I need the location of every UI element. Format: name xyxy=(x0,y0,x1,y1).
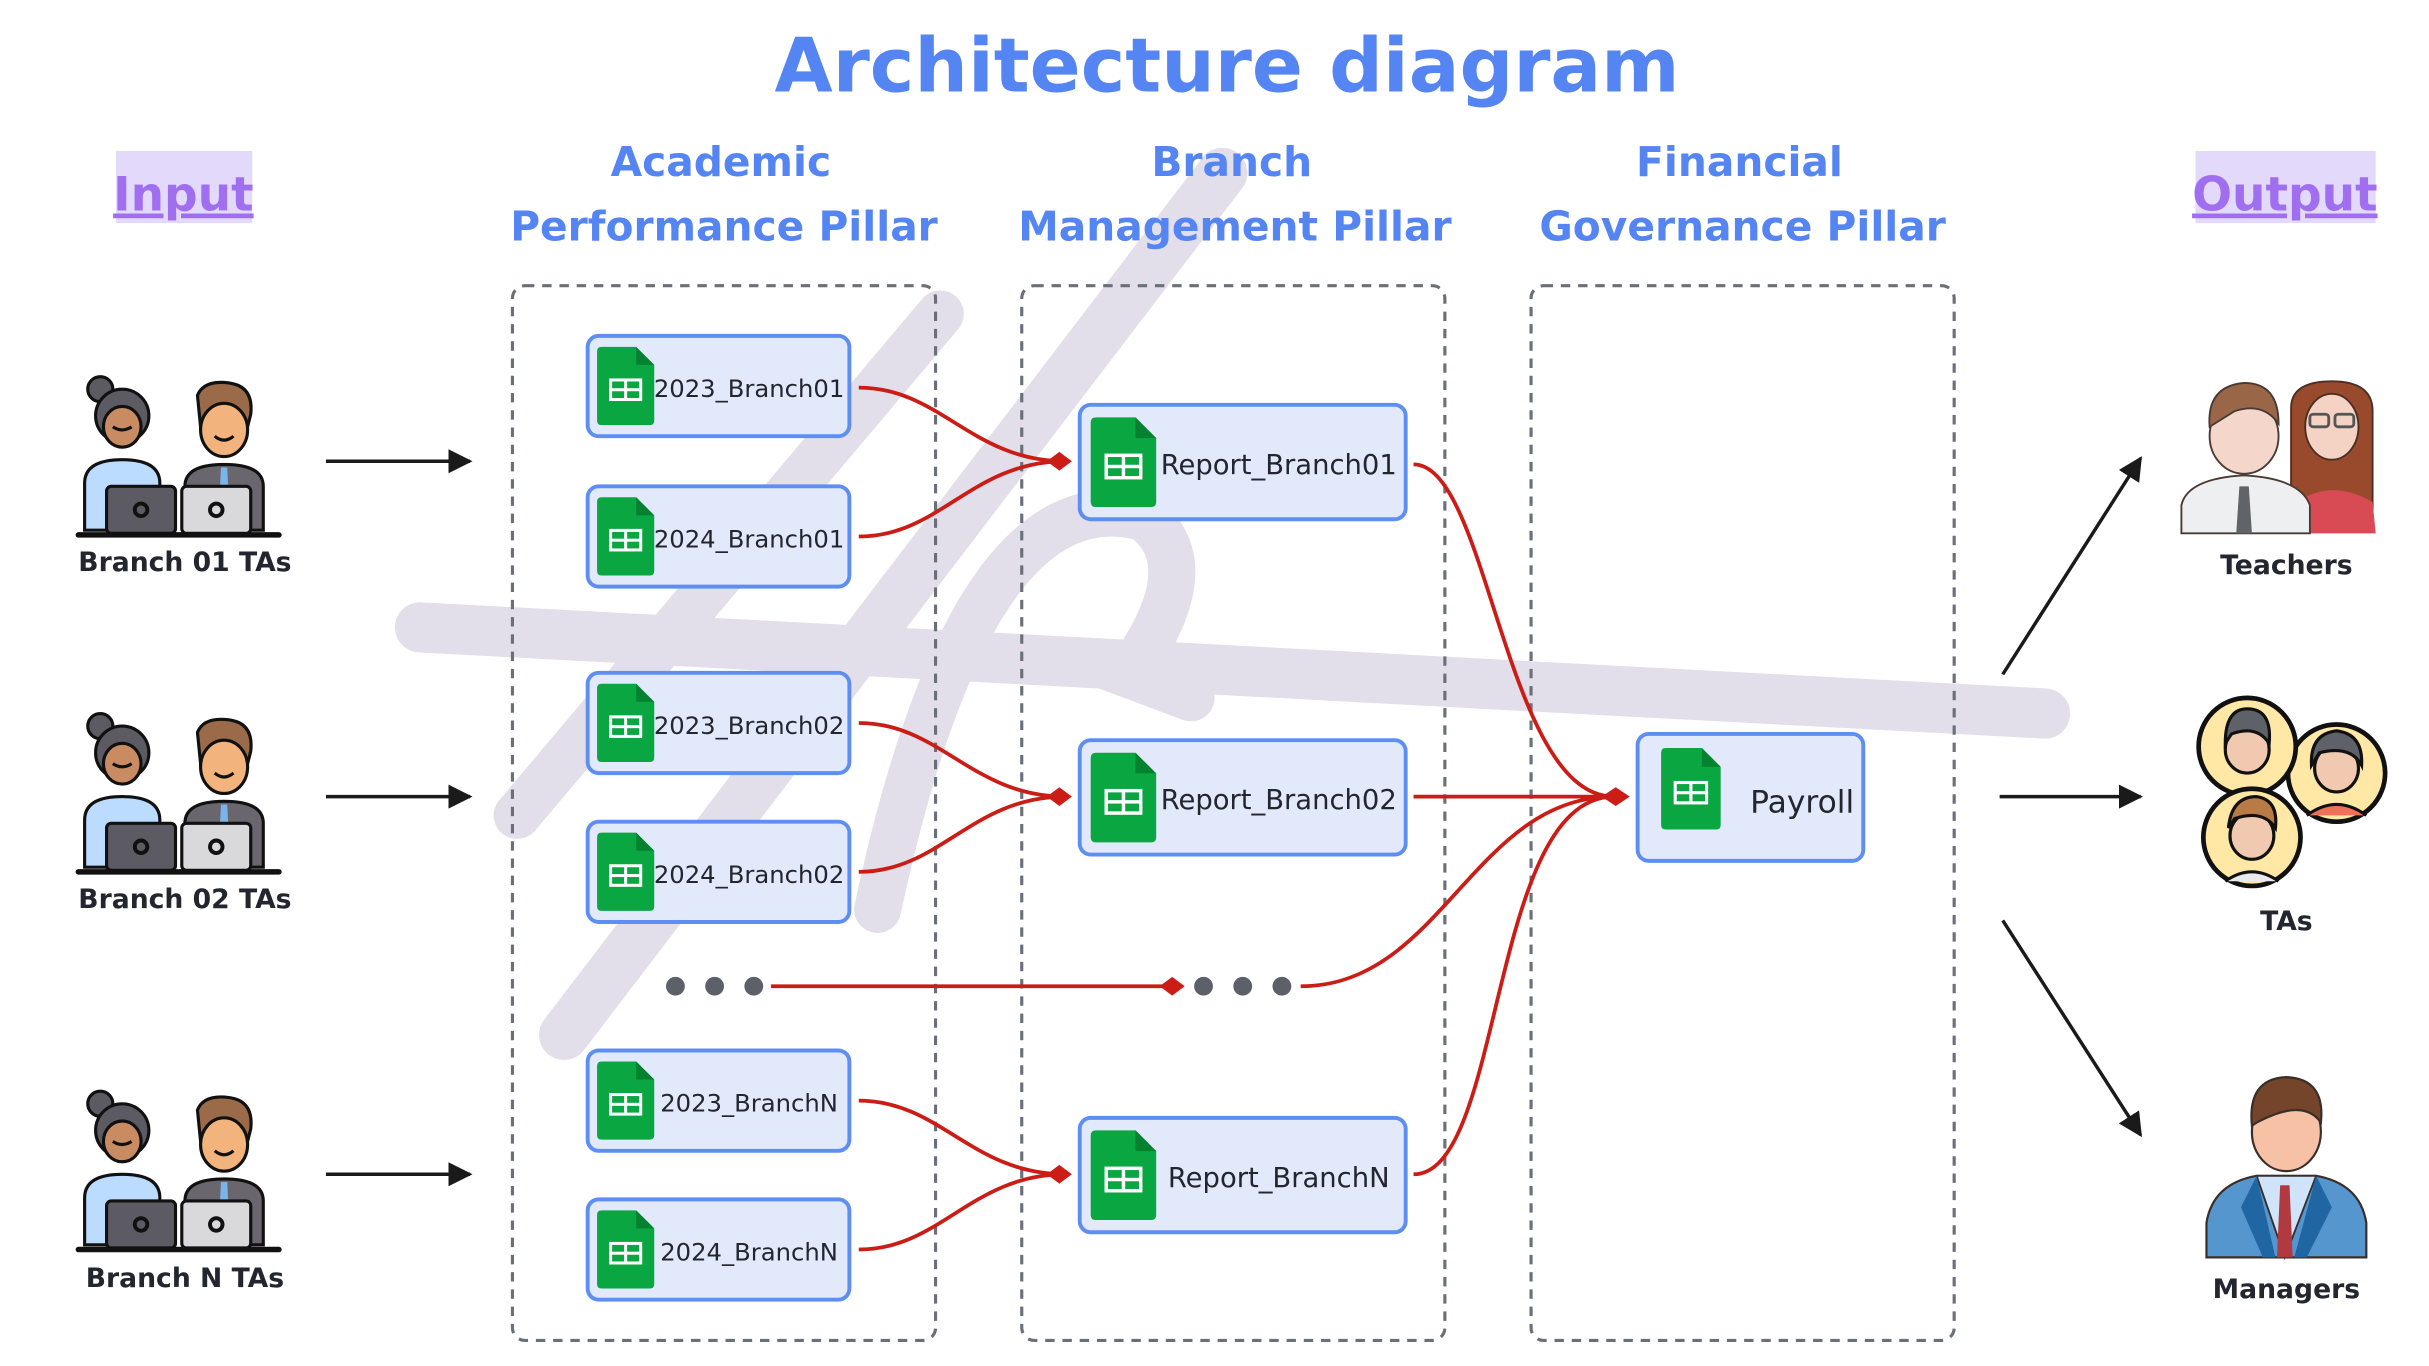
input-branch-01: Branch 01 TAs xyxy=(78,377,292,578)
academic-sheet-node[interactable]: 2023_Branch02 xyxy=(585,670,852,776)
google-sheets-icon xyxy=(597,497,655,576)
input-label-branch-02: Branch 02 TAs xyxy=(78,884,291,915)
output-tas: TAs xyxy=(2196,695,2388,937)
google-sheets-icon xyxy=(1090,1130,1157,1221)
flow-ellipsis-payroll xyxy=(1300,794,1615,989)
report-node[interactable]: Report_Branch02 xyxy=(1077,738,1408,857)
input-label-branch-01: Branch 01 TAs xyxy=(78,547,291,578)
academic-sheet-label: 2023_Branch02 xyxy=(654,711,844,740)
teachers-icon xyxy=(2180,380,2376,535)
page-title: Architecture diagram xyxy=(775,21,1680,109)
tas-group-icon xyxy=(2196,695,2388,889)
flow-2024-branchn xyxy=(858,1172,1066,1252)
report-label: Report_BranchN xyxy=(1168,1163,1390,1194)
ellipsis-academic xyxy=(666,976,764,996)
flow-report01-payroll xyxy=(1413,462,1615,799)
academic-sheet-node[interactable]: 2023_Branch01 xyxy=(585,333,852,439)
flow-reportn-payroll xyxy=(1413,794,1615,1177)
tas-with-laptops-icon xyxy=(78,714,279,872)
diamond-report02 xyxy=(1046,787,1072,807)
output-highlight xyxy=(2195,150,2376,224)
google-sheets-icon xyxy=(597,346,655,426)
pillar-academic-box xyxy=(510,284,938,1342)
output-label-managers: Managers xyxy=(2213,1274,2360,1305)
flow-2024-branch01 xyxy=(858,459,1066,539)
input-label-branch-n: Branch N TAs xyxy=(86,1263,284,1294)
academic-sheet-node[interactable]: 2024_Branch01 xyxy=(585,484,852,589)
academic-sheet-label: 2023_BranchN xyxy=(660,1089,838,1118)
tas-with-laptops-icon xyxy=(78,377,279,535)
report-node[interactable]: Report_BranchN xyxy=(1077,1115,1408,1235)
tas-with-laptops-icon xyxy=(78,1091,279,1249)
input-highlight xyxy=(115,150,253,224)
google-sheets-icon xyxy=(1661,748,1721,830)
output-teachers: Teachers xyxy=(2180,380,2376,581)
diamond-report01 xyxy=(1046,451,1072,471)
input-label: Input xyxy=(113,168,254,223)
input-branch-n: Branch N TAs xyxy=(78,1091,284,1294)
pillar-branch-box xyxy=(1020,284,1447,1342)
input-branch-02: Branch 02 TAs xyxy=(78,714,292,915)
output-label: Output xyxy=(2192,168,2377,223)
output-arrow-teachers xyxy=(2001,456,2143,676)
output-label-teachers: Teachers xyxy=(2220,550,2352,581)
output-managers: Managers xyxy=(2205,1076,2368,1305)
pillar-financial-box xyxy=(1529,284,1956,1342)
google-sheets-icon xyxy=(597,832,655,911)
flow-2023-branch02 xyxy=(858,721,1066,799)
pillar-academic-title-2: Performance Pillar xyxy=(510,202,938,250)
payroll-node[interactable]: Payroll xyxy=(1635,731,1866,863)
flow-2024-branch02 xyxy=(858,794,1066,874)
report-node[interactable]: Report_Branch01 xyxy=(1077,402,1408,522)
manager-icon xyxy=(2205,1076,2368,1261)
academic-sheet-node[interactable]: 2024_Branch02 xyxy=(585,819,852,924)
pillar-branch-title-1: Branch xyxy=(1151,138,1312,186)
pillar-branch-title-2: Management Pillar xyxy=(1018,202,1451,250)
academic-sheet-node[interactable]: 2024_BranchN xyxy=(585,1197,852,1302)
google-sheets-icon xyxy=(1090,417,1157,508)
academic-sheet-node[interactable]: 2023_BranchN xyxy=(585,1048,852,1153)
output-label-tas: TAs xyxy=(2260,906,2313,937)
google-sheets-icon xyxy=(597,1210,655,1289)
diamond-payroll xyxy=(1601,787,1630,807)
flow-2023-branch01 xyxy=(858,385,1066,464)
ellipsis-branch xyxy=(1194,976,1292,996)
google-sheets-icon xyxy=(597,1061,655,1140)
pillar-financial-title-1: Financial xyxy=(1636,138,1843,186)
report-label: Report_Branch01 xyxy=(1161,450,1397,481)
academic-sheet-label: 2024_BranchN xyxy=(660,1237,838,1266)
output-arrow-managers xyxy=(2001,919,2143,1138)
diamond-reportn xyxy=(1046,1164,1072,1184)
pillar-financial-title-2: Governance Pillar xyxy=(1539,202,1945,250)
academic-sheet-label: 2024_Branch01 xyxy=(654,524,844,553)
diamond-ellipsis xyxy=(1159,976,1185,996)
report-label: Report_Branch02 xyxy=(1161,785,1397,816)
google-sheets-icon xyxy=(597,683,655,763)
flow-2023-branchn xyxy=(858,1098,1066,1177)
flow-lines xyxy=(771,385,1630,1252)
pillar-academic-title-1: Academic xyxy=(611,138,831,186)
payroll-label: Payroll xyxy=(1750,784,1854,820)
google-sheets-icon xyxy=(1090,752,1157,843)
academic-sheet-label: 2023_Branch01 xyxy=(654,374,844,403)
academic-sheet-label: 2024_Branch02 xyxy=(654,860,844,889)
